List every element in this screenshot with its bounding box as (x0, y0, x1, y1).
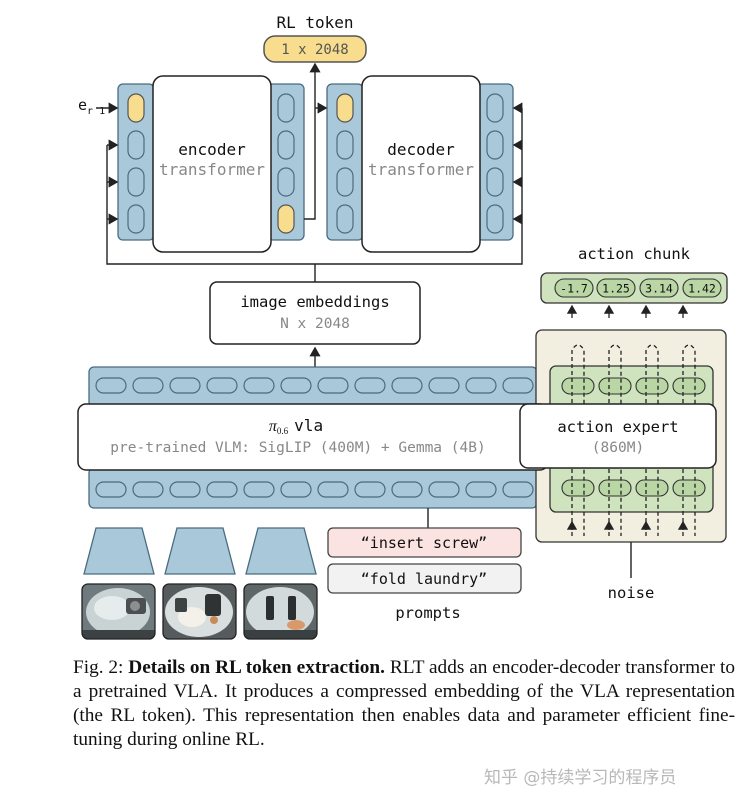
image-embeddings-label: image embeddings (240, 293, 389, 311)
decoder-right-token-1 (486, 93, 504, 123)
vla-token (206, 377, 238, 394)
action-value-3: 3.14 (645, 282, 673, 296)
vla-box (77, 403, 549, 471)
encoder-right-token-4 (277, 204, 295, 234)
vla-token (391, 377, 423, 394)
vla-token (317, 481, 349, 498)
vla-token (169, 377, 201, 394)
decoder-left-token-4 (336, 204, 354, 234)
camera-image-wrist-right (244, 584, 317, 639)
action-value-1: -1.7 (560, 282, 588, 296)
prompt-fold-laundry: “fold laundry” (361, 570, 487, 588)
rl-token-diagram: RL token 1 x 2048 encoder transformer de… (77, 13, 728, 640)
vla-token (243, 481, 275, 498)
decoder-sublabel: transformer (368, 160, 474, 179)
camera-images (81, 583, 318, 640)
vla-token (95, 481, 127, 498)
action-chunk-title: action chunk (578, 245, 691, 263)
image-embeddings-box (209, 281, 421, 345)
encoder-left-token-3 (127, 167, 145, 197)
image-encoders (83, 527, 317, 575)
vla-token (280, 481, 312, 498)
decoder-box (361, 75, 481, 253)
action-chunk-values: -1.7 1.25 3.14 1.42 (554, 278, 722, 298)
action-expert-bottom-tokens (561, 479, 706, 497)
prompt-insert-screw: “insert screw” (361, 534, 487, 552)
vla-token (95, 377, 127, 394)
connectors (96, 62, 523, 282)
action-expert-top-tokens (561, 377, 706, 395)
decoder-right-token-4 (486, 204, 504, 234)
rl-token-box (263, 35, 367, 63)
encoder-right-token-1 (277, 93, 295, 123)
prompt-fold-laundry-box (327, 563, 522, 594)
encoder-left-token-2 (127, 130, 145, 160)
vla-token (428, 481, 460, 498)
prompt-insert-screw-box (327, 527, 522, 558)
vla-token (391, 481, 423, 498)
action-expert-label: action expert (557, 418, 678, 436)
vla-token (132, 481, 164, 498)
caption-text: RLT adds an encoder-decoder transformer … (73, 657, 735, 750)
decoder-left-token-2 (336, 130, 354, 160)
noise-label: noise (608, 584, 655, 602)
vla-token (465, 377, 497, 394)
image-encoder-2 (164, 527, 236, 575)
image-embeddings-dim: N x 2048 (280, 316, 350, 332)
caption-fig-number: Fig. 2: (73, 657, 129, 678)
action-expert-params: (860M) (592, 440, 644, 456)
encoder-left-token-1 (127, 93, 145, 123)
image-encoder-3 (245, 527, 317, 575)
vla-token (354, 481, 386, 498)
vla-token (465, 481, 497, 498)
decoder-right-token-2 (486, 130, 504, 160)
vla-token (280, 377, 312, 394)
denoising-loop-arrows (566, 304, 689, 530)
vla-description: pre-trained VLM: SigLIP (400M) + Gemma (… (110, 440, 485, 456)
encoder-input-label: er 1 (78, 96, 105, 117)
decoder-right-token-3 (486, 167, 504, 197)
encoder-sublabel: transformer (159, 160, 265, 179)
vla-token (206, 481, 238, 498)
vla-token (243, 377, 275, 394)
vla-top-tokens (95, 377, 534, 394)
encoder-box (152, 75, 272, 253)
vla-token (317, 377, 349, 394)
image-encoder-1 (83, 527, 155, 575)
vla-token (169, 481, 201, 498)
vla-token (354, 377, 386, 394)
vla-token (502, 377, 534, 394)
decoder-left-token-3 (336, 167, 354, 197)
action-value-4: 1.42 (688, 282, 716, 296)
decoder-left-token-1 (336, 93, 354, 123)
encoder-label: encoder (178, 140, 246, 159)
rl-token-title: RL token (276, 13, 353, 32)
vla-token (132, 377, 164, 394)
vla-token (428, 377, 460, 394)
caption-bold: Details on RL token extraction. (128, 657, 385, 678)
prompts-label: prompts (395, 604, 460, 622)
action-value-2: 1.25 (602, 282, 630, 296)
encoder-right-token-2 (277, 130, 295, 160)
rl-token-dim: 1 x 2048 (281, 42, 348, 58)
vla-bottom-tokens (95, 481, 534, 498)
encoder-left-token-4 (127, 204, 145, 234)
decoder-label: decoder (387, 140, 455, 159)
encoder-right-token-3 (277, 167, 295, 197)
camera-image-top (163, 584, 236, 639)
vla-token (502, 481, 534, 498)
figure-caption: Fig. 2: Details on RL token extraction. … (73, 656, 735, 752)
camera-image-wrist-left (82, 584, 155, 639)
action-expert-box (519, 403, 717, 469)
watermark: 知乎 @持续学习的程序员 (484, 768, 677, 788)
